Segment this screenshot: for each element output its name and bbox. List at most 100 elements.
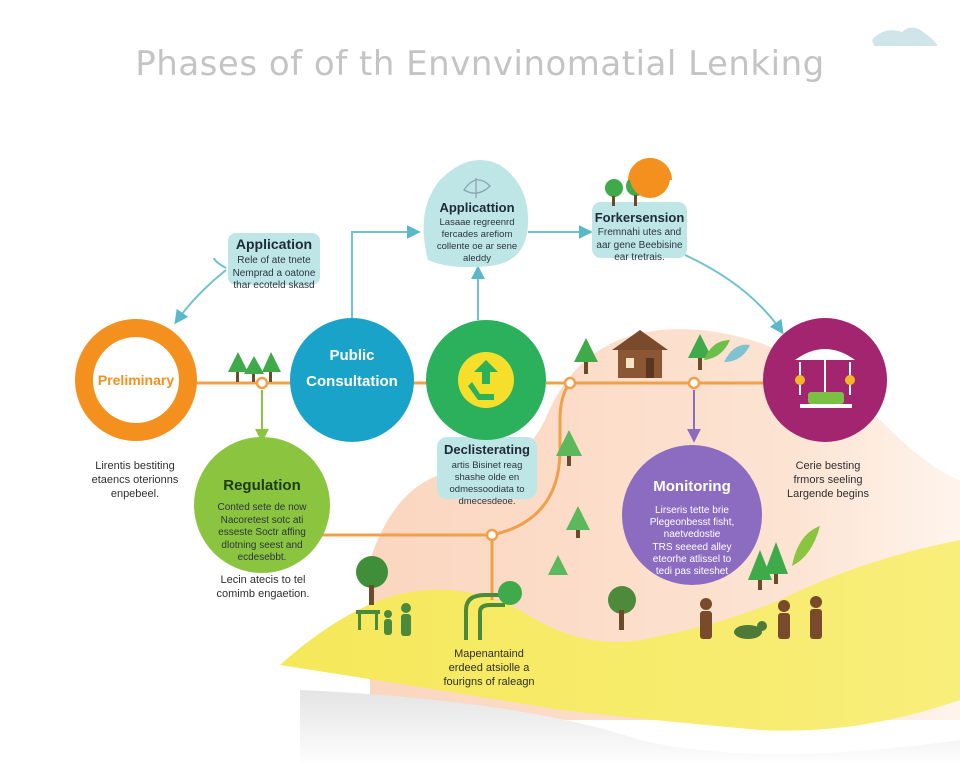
note-line: enpebeel. bbox=[110, 487, 160, 500]
regulation-body-line: Nacoretest sotc ati bbox=[220, 514, 304, 526]
tree-icon bbox=[605, 179, 623, 206]
note-line: comimb engaetion. bbox=[216, 587, 310, 600]
monitoring-label: Monitoring bbox=[653, 478, 731, 495]
tree-icon bbox=[356, 556, 388, 605]
regulation-body: Conted sete de now Nacoretest sotc ati e… bbox=[200, 502, 324, 565]
node-monitoring bbox=[622, 445, 762, 585]
card-body-line: Fremnahi utes and bbox=[597, 227, 682, 238]
note-below-preliminary: Lirentis bestiting etaencs oterionns enp… bbox=[70, 460, 200, 501]
card-body-line: Rele of ate tnete bbox=[237, 255, 311, 266]
card-declisterating-title: Declisterating bbox=[444, 442, 530, 457]
note-below-center: Mapenantaind erdeed atsiolle a fourigns … bbox=[424, 648, 554, 689]
monitoring-body-line: eteorhe atlissel to bbox=[652, 553, 732, 565]
card-application-top-body: Lasaae regreenrd fercades arefiom collen… bbox=[422, 217, 532, 265]
monitoring-body-line: naetvedostie bbox=[663, 529, 721, 541]
preliminary-label: Preliminary bbox=[97, 372, 175, 388]
note-line: Mapenantaind bbox=[454, 648, 524, 660]
card-body-line: Nemprad a oatone bbox=[232, 267, 316, 279]
monitoring-body-line: tedi pas siteshet bbox=[655, 565, 729, 577]
tree-icon bbox=[228, 352, 248, 382]
card-declisterating-body: artis Bisinet reag shashe olde en odmess… bbox=[437, 460, 537, 508]
monitoring-text: Monitoring Lirseris tette brie Plegeonbe… bbox=[628, 478, 756, 578]
regulation-label: Regulation bbox=[223, 477, 301, 494]
yellow-hill bbox=[280, 540, 960, 731]
card-body-line: Lasaae regreenrd bbox=[439, 217, 515, 228]
card-body-line: aar gene Beebisine bbox=[596, 239, 683, 251]
card-body-line: fercades arefiom bbox=[441, 228, 513, 240]
card-application-top bbox=[423, 160, 529, 268]
person-icon bbox=[401, 603, 411, 636]
teal-arrows bbox=[174, 225, 784, 335]
tree-icon bbox=[548, 555, 568, 575]
slide-icon bbox=[464, 581, 522, 640]
note-line: etaencs oterionns bbox=[91, 473, 179, 486]
grey-shadow-band bbox=[300, 690, 960, 768]
monitoring-body: Lirseris tette brie Plegeonbesst fisht, … bbox=[628, 505, 756, 578]
note-line: erdeed atsiolle a bbox=[448, 661, 530, 674]
tree-icon bbox=[556, 430, 582, 466]
person-icon bbox=[700, 598, 712, 639]
leaf-sketch-icon bbox=[463, 178, 491, 198]
arrow-to-application-top bbox=[351, 225, 421, 320]
tree-icon bbox=[244, 356, 264, 382]
people-icons bbox=[384, 596, 822, 639]
tree-icon bbox=[608, 586, 636, 630]
tree-icon bbox=[574, 338, 598, 374]
card-forkersension-body: Fremnahi utes and aar gene Beebisine ear… bbox=[592, 227, 687, 265]
person-icon bbox=[384, 610, 392, 635]
note-line: Largende begins bbox=[787, 487, 869, 500]
bench-icon bbox=[356, 610, 380, 630]
arrow-to-right-node bbox=[684, 254, 784, 335]
note-below-regulation: Lecin atecis to tel comimb engaetion. bbox=[198, 574, 328, 602]
dog-icon bbox=[734, 621, 767, 639]
person-icon bbox=[778, 600, 790, 639]
card-declisterating-text: Declisterating artis Bisinet reag shashe… bbox=[437, 442, 537, 508]
card-forkersension bbox=[592, 202, 687, 258]
tree-icon bbox=[688, 334, 712, 370]
public-consultation-label-line2: Consultation bbox=[306, 373, 398, 391]
note-line: Lecin atecis to tel bbox=[220, 574, 306, 586]
tree-icon bbox=[262, 352, 281, 382]
sun-icon bbox=[628, 158, 672, 198]
regulation-body-line: esseste Soctr affing bbox=[218, 527, 306, 538]
card-application-top-text: Applicattion Lasaae regreenrd fercades a… bbox=[422, 200, 532, 265]
node-regulation bbox=[194, 437, 330, 573]
note-line: frmors seeling bbox=[793, 473, 863, 486]
card-application-top-title: Applicattion bbox=[439, 200, 515, 215]
cloud-icon bbox=[872, 27, 938, 46]
card-application-left-title: Application bbox=[235, 236, 313, 252]
regulation-body-line: dlotning seest and bbox=[221, 539, 303, 551]
card-forkersension-text: Forkersension Fremnahi utes and aar gene… bbox=[592, 210, 687, 265]
monitoring-body-line: Plegeonbesst fisht, bbox=[649, 517, 735, 529]
note-line: Lirentis bestiting bbox=[95, 460, 175, 472]
tree-icon bbox=[566, 506, 590, 538]
card-application-left-text: Application Rele of ate tnete Nemprad a … bbox=[228, 236, 320, 293]
tree-icon bbox=[764, 542, 788, 584]
monitoring-body-line: TRS seeeed alley bbox=[652, 541, 732, 553]
monitoring-body-line: Lirseris tette brie bbox=[655, 505, 729, 516]
card-body-line: thar ecoteld skasd bbox=[233, 280, 315, 291]
note-right-node: Cerie besting frmors seeling Largende be… bbox=[768, 460, 888, 501]
regulation-text: Regulation Conted sete de now Nacoretest… bbox=[200, 477, 324, 565]
card-body-line: aleddy bbox=[463, 252, 491, 264]
public-consultation-label: Public Consultation bbox=[292, 346, 412, 393]
node-public-consultation bbox=[290, 318, 414, 442]
person-icon bbox=[810, 596, 822, 639]
card-application-left-body: Rele of ate tnete Nemprad a oatone thar … bbox=[228, 255, 320, 293]
house-icon bbox=[612, 330, 668, 378]
arrow-to-preliminary bbox=[174, 269, 227, 325]
leaf-icons bbox=[704, 340, 820, 566]
carousel-icon bbox=[795, 349, 855, 408]
card-body-line: collente oe ar sene bbox=[436, 240, 518, 252]
note-line: fourigns of raleagn bbox=[443, 675, 535, 688]
card-application-left bbox=[228, 233, 320, 285]
diagram-title: Phases of of th Envnvinomatial Lenking bbox=[135, 44, 825, 84]
card-declisterating bbox=[437, 437, 537, 499]
node-preliminary bbox=[75, 319, 197, 441]
card-body-line: odmessoodiata to bbox=[449, 483, 525, 495]
recycle-icon bbox=[458, 352, 514, 408]
junction-rings bbox=[255, 376, 701, 542]
card-body-line: ear tretrais. bbox=[614, 252, 665, 263]
regulation-body-line: Conted sete de now bbox=[217, 502, 307, 513]
